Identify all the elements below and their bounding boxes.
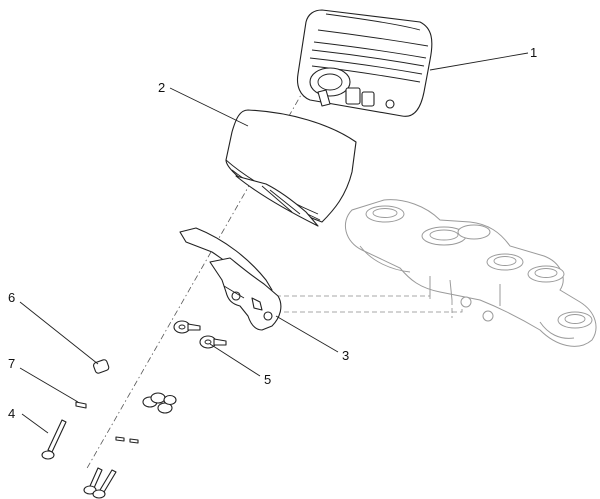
callout-6: 6 [8,290,15,305]
callout-5: 5 [264,372,271,387]
callout-leaders [19,52,529,434]
part-6-spacer [93,359,177,414]
callout-2: 2 [158,80,165,95]
callout-labels: 1 2 3 4 5 6 7 [8,45,537,421]
part-3-mounting-bracket [179,227,282,331]
part-4-screws [41,419,117,499]
callout-7: 7 [8,356,15,371]
triple-clamp-ghost [344,199,597,347]
part-5-screws [173,320,227,349]
callout-4: 4 [8,406,15,421]
callout-1: 1 [530,45,537,60]
part-7-pins [75,401,139,444]
part-1-instrument-cluster [296,9,433,117]
callout-3: 3 [342,348,349,363]
part-2-cluster-housing [225,109,357,227]
